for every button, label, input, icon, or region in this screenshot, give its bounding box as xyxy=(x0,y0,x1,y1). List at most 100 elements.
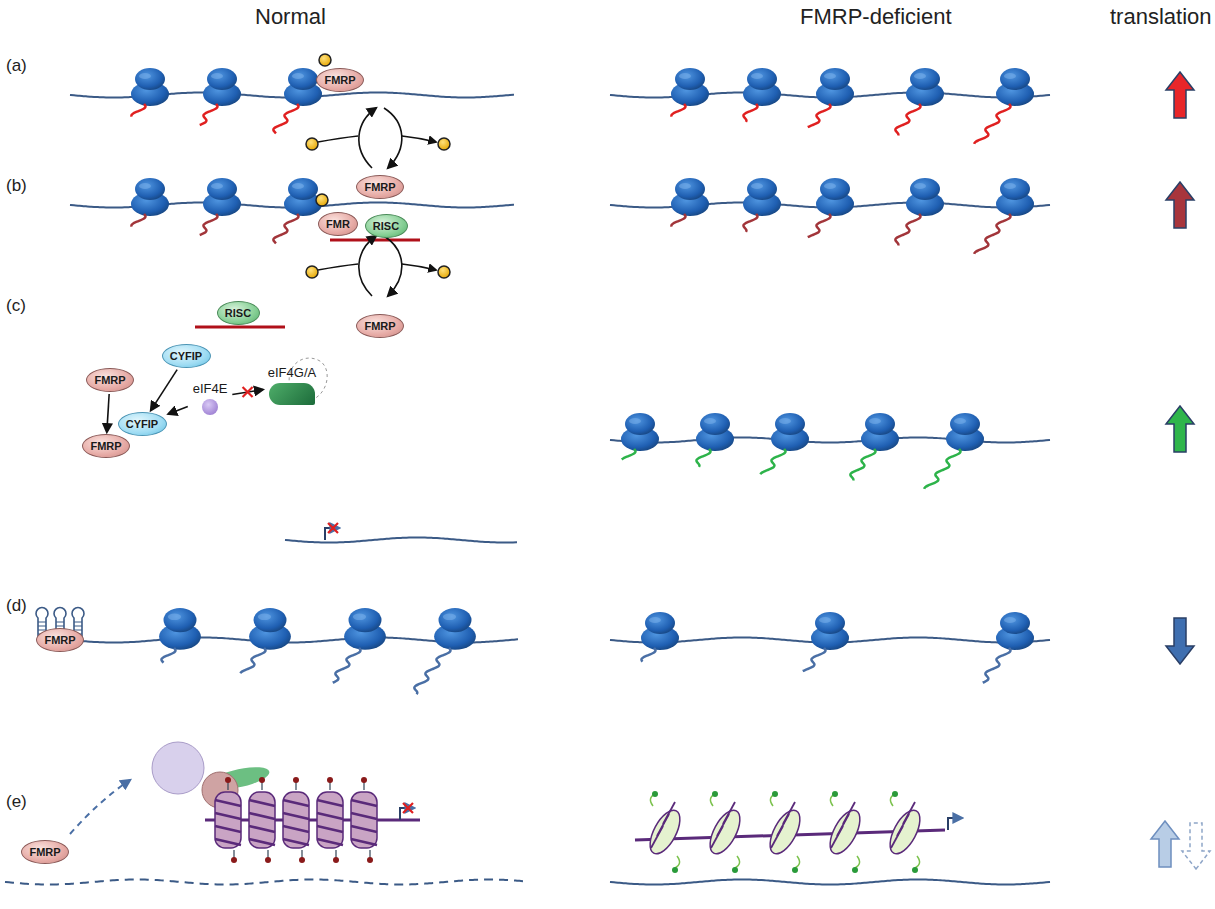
eif4e-sphere xyxy=(202,399,218,415)
nascent-peptide xyxy=(414,648,450,694)
nascent-peptide xyxy=(760,449,785,474)
risc-protein: RISC xyxy=(217,301,260,325)
nascent-peptide xyxy=(641,648,655,662)
nascent-peptide xyxy=(808,214,831,237)
start-arrow xyxy=(948,818,962,830)
fmrp-protein: FMRP xyxy=(356,175,404,199)
ribosome xyxy=(671,68,709,106)
ribosome xyxy=(203,68,241,106)
protein-name: RISC xyxy=(225,307,251,319)
phosphate-dot xyxy=(306,266,318,278)
eif4e-protein: eIF4E xyxy=(190,380,231,417)
ribosome xyxy=(621,413,659,451)
nascent-peptide xyxy=(743,214,757,232)
ribosome xyxy=(203,178,241,216)
ribosome xyxy=(906,68,944,106)
nascent-peptide xyxy=(273,214,298,243)
ribosome xyxy=(743,68,781,106)
ribosome xyxy=(906,178,944,216)
nascent-peptide xyxy=(200,104,218,125)
nascent-peptide xyxy=(200,214,218,235)
ribosome xyxy=(816,68,854,106)
phosphate-dot xyxy=(316,194,328,206)
panel-label: (e) xyxy=(6,792,27,812)
nascent-peptide xyxy=(622,449,636,460)
ribosome xyxy=(249,608,291,650)
column-heading: translation xyxy=(1110,4,1212,30)
chromatin-condensed xyxy=(205,777,420,863)
cyfip-protein: CYFIP xyxy=(162,344,211,368)
protein-name: eIF4E xyxy=(193,381,228,396)
nascent-peptide xyxy=(240,648,265,673)
ribosome xyxy=(996,68,1034,106)
nascent-peptide xyxy=(924,449,960,489)
phosphate-dot xyxy=(319,54,331,66)
block-mark xyxy=(328,523,338,533)
ribosome xyxy=(671,178,709,216)
fmrp-protein: FMRP xyxy=(36,628,84,652)
phosphate-dot xyxy=(306,138,318,150)
nascent-peptide xyxy=(808,104,831,127)
protein-name: FMRP xyxy=(29,846,60,858)
nascent-peptide xyxy=(983,648,1011,683)
panel-label: (c) xyxy=(6,296,26,316)
panel-label: (b) xyxy=(6,176,27,196)
protein-name: CYFIP xyxy=(170,350,202,362)
recruit-arrow xyxy=(70,780,130,834)
nascent-peptide xyxy=(671,214,685,227)
ribosome xyxy=(284,68,322,106)
translation-arrow xyxy=(1166,406,1194,452)
ribosome xyxy=(344,608,386,650)
mrna-strand xyxy=(5,880,529,885)
ribosome xyxy=(696,413,734,451)
cyfip-protein: CYFIP xyxy=(118,412,167,436)
nascent-peptide xyxy=(333,648,361,683)
nascent-peptide xyxy=(131,104,145,117)
nascent-peptide xyxy=(743,104,757,122)
nascent-peptide xyxy=(671,104,685,117)
translation-arrow xyxy=(1166,72,1194,118)
ribosome xyxy=(434,608,476,650)
ribosome xyxy=(159,608,201,650)
chromatin-open xyxy=(635,791,945,873)
fmrp-protein: FMRP xyxy=(316,68,364,92)
fmrp-protein: FMR xyxy=(318,212,358,236)
fmrp-protein: FMRP xyxy=(86,368,134,392)
fmrp-protein: FMRP xyxy=(21,840,69,864)
nascent-peptide xyxy=(974,214,1010,254)
fmrp-protein: FMRP xyxy=(356,314,404,338)
ribosome xyxy=(131,68,169,106)
risc-protein: RISC xyxy=(365,214,408,238)
binding-arrow xyxy=(151,370,177,411)
panel-label: (a) xyxy=(6,56,27,76)
nascent-peptide xyxy=(850,449,875,481)
eif4g-shape xyxy=(269,383,315,405)
protein-name: RISC xyxy=(373,220,399,232)
ribosome xyxy=(743,178,781,216)
translation-arrow xyxy=(1166,182,1194,228)
mrna-strand xyxy=(610,880,1050,885)
protein-name: FMRP xyxy=(90,440,121,452)
protein-name: FMRP xyxy=(94,374,125,386)
ribosome xyxy=(996,612,1034,650)
ribosome xyxy=(946,413,984,451)
nascent-peptide xyxy=(131,214,145,227)
phosphorylation-cycle xyxy=(318,236,436,296)
ribosome xyxy=(861,413,899,451)
ribosome xyxy=(811,612,849,650)
panel-label: (d) xyxy=(6,596,27,616)
nascent-peptide xyxy=(895,214,920,246)
ribosome xyxy=(816,178,854,216)
nascent-peptide xyxy=(803,648,826,671)
mrna-strand xyxy=(610,438,1050,443)
binding-arrow xyxy=(168,406,187,413)
nascent-peptide xyxy=(696,449,710,467)
column-heading: Normal xyxy=(255,4,326,30)
phosphorylation-cycle xyxy=(318,108,436,168)
translation-arrow xyxy=(1182,823,1210,869)
mirna-strand xyxy=(195,326,285,329)
protein-name: FMR xyxy=(326,218,350,230)
